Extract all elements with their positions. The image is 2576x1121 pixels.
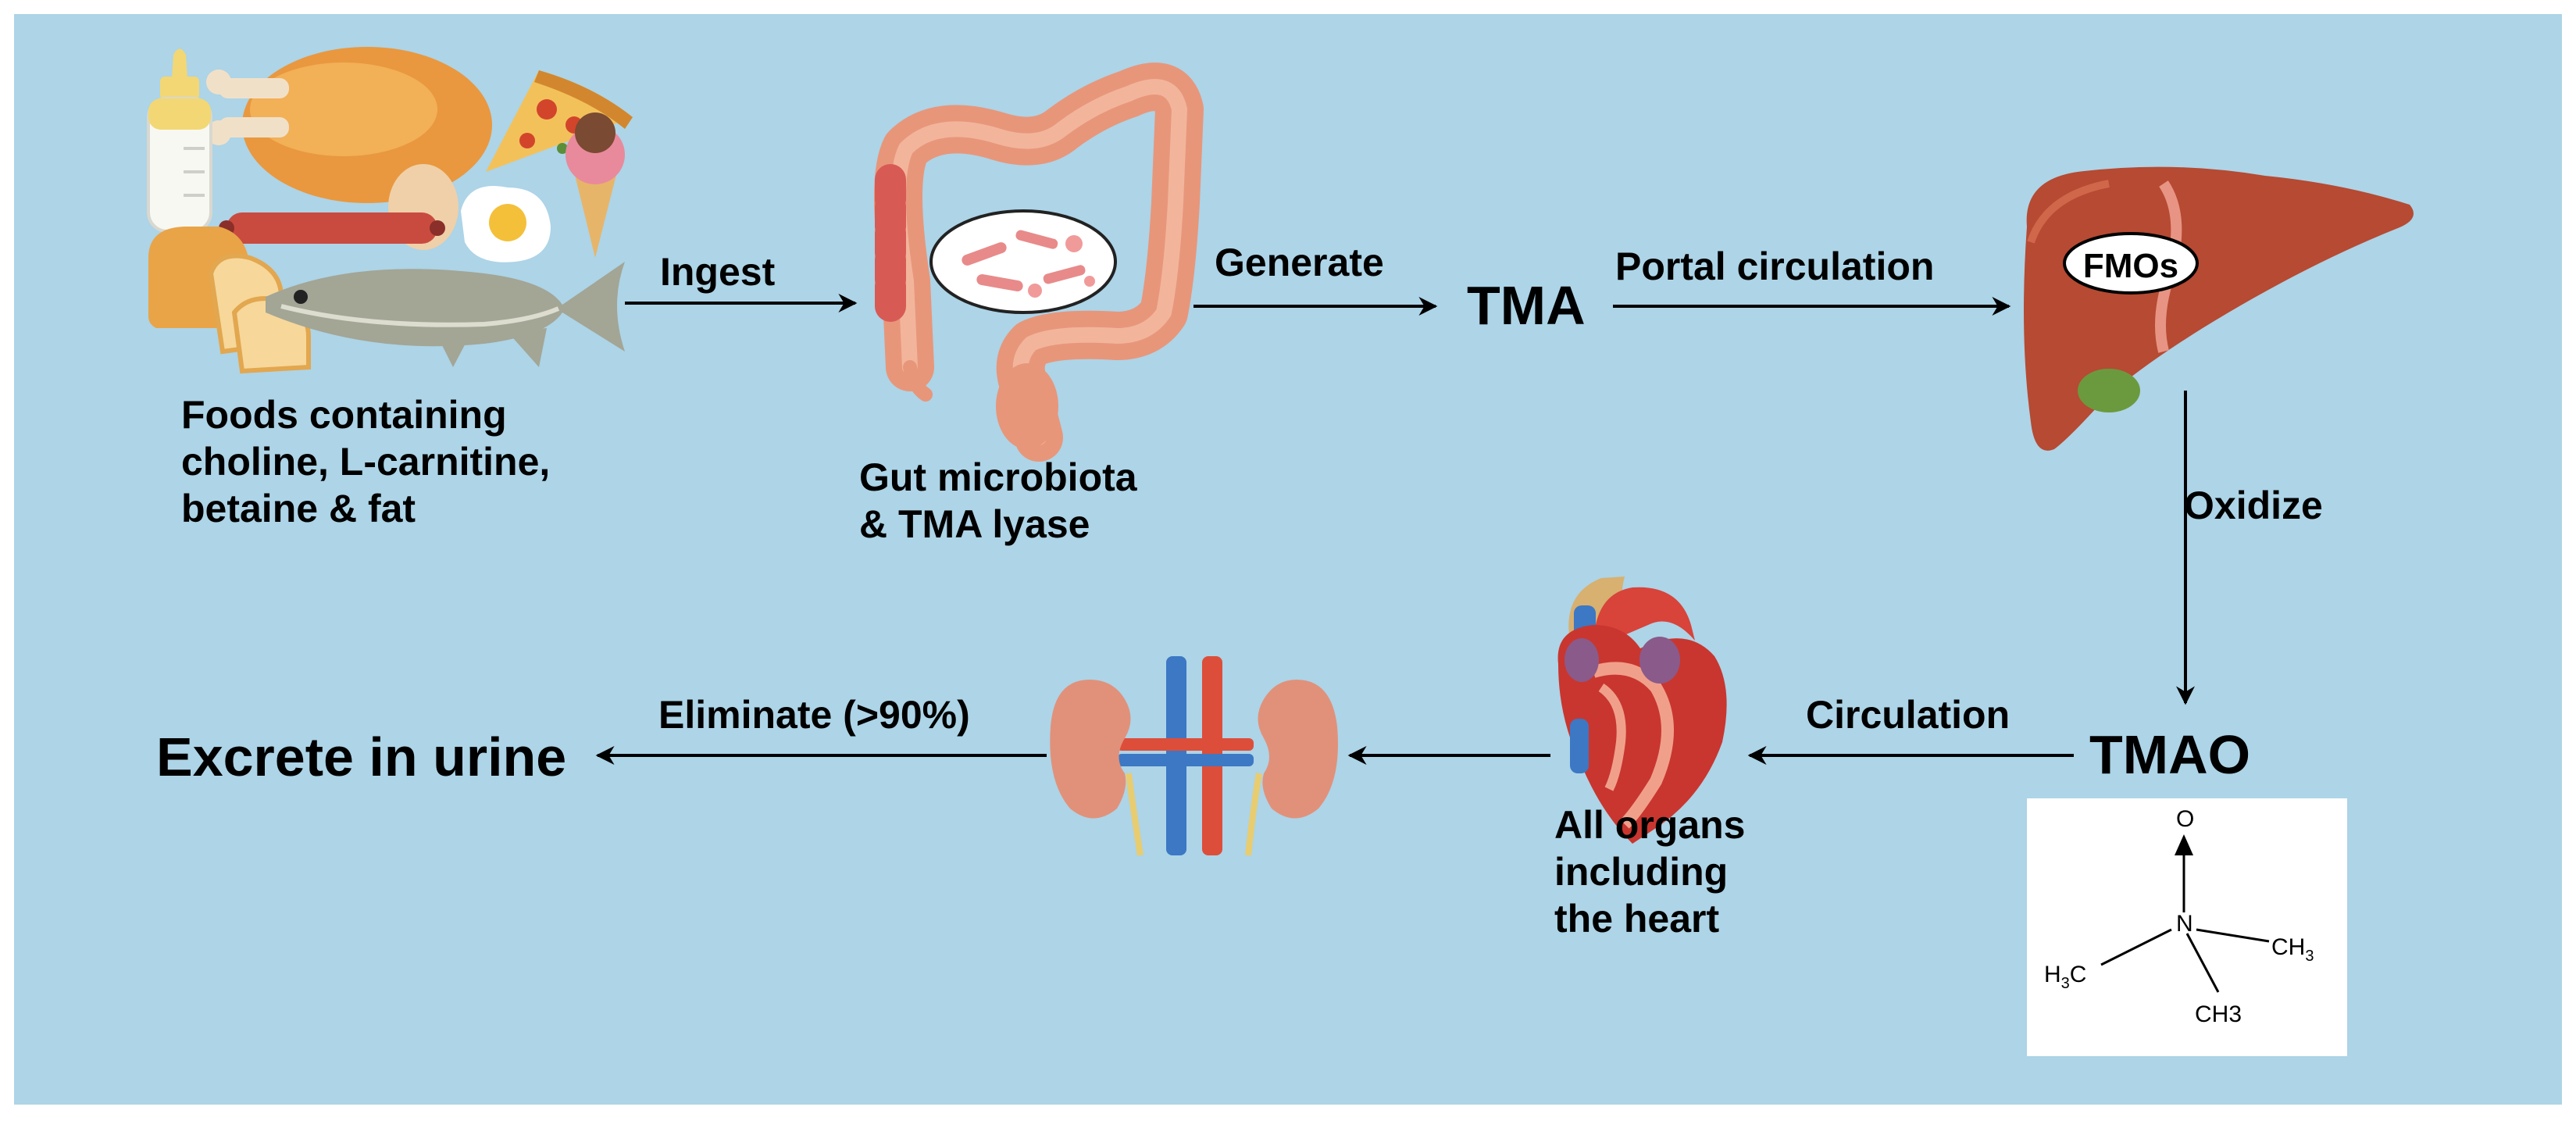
foods-illustration (147, 47, 633, 374)
organs-label-line-1: All organs (1554, 803, 1745, 847)
tmao-n-atom: N (2176, 911, 2193, 937)
baby-bottle-icon (147, 48, 212, 233)
portal-circulation-label: Portal circulation (1615, 245, 1934, 288)
tmao-o-atom: O (2176, 806, 2194, 832)
fmos-label: FMOs (2083, 247, 2178, 285)
fish-icon (266, 262, 625, 367)
tmao-bottom-methyl: CH3 (2195, 1001, 2242, 1027)
eliminate-label: Eliminate (>90%) (658, 693, 970, 737)
excrete-label: Excrete in urine (156, 727, 566, 787)
tmao-label: TMAO (2089, 724, 2250, 785)
foods-label-line-3: betaine & fat (181, 487, 416, 530)
foods-label-line-1: Foods containing (181, 393, 507, 437)
sausage-icon (219, 212, 445, 244)
tmao-structure: O N H3C CH3 CH3 (2027, 798, 2347, 1056)
pizza-slice-icon (486, 70, 633, 172)
organs-label-line-3: the heart (1554, 897, 1720, 941)
circulation-label: Circulation (1806, 693, 2010, 737)
kidneys-icon (1050, 656, 1338, 856)
tmao-right-methyl: CH3 (2271, 934, 2314, 965)
tmao-left-methyl: H3C (2044, 962, 2086, 992)
oxidize-label: Oxidize (2184, 484, 2323, 527)
tma-label: TMA (1467, 275, 1586, 336)
generate-label: Generate (1215, 241, 1384, 284)
colon-icon (874, 62, 1204, 462)
fried-egg-icon (461, 186, 551, 262)
foods-label-line-2: choline, L-carnitine, (181, 440, 550, 484)
ingest-label: Ingest (660, 250, 776, 294)
organs-label-line-2: including (1554, 850, 1728, 894)
liver-icon (2024, 166, 2414, 451)
gut-label-line-2: & TMA lyase (859, 502, 1090, 546)
gut-label-line-1: Gut microbiota (859, 455, 1138, 499)
bacteria-icon (929, 209, 1117, 314)
heart-icon (1557, 577, 1727, 844)
ice-cream-icon (566, 112, 625, 258)
